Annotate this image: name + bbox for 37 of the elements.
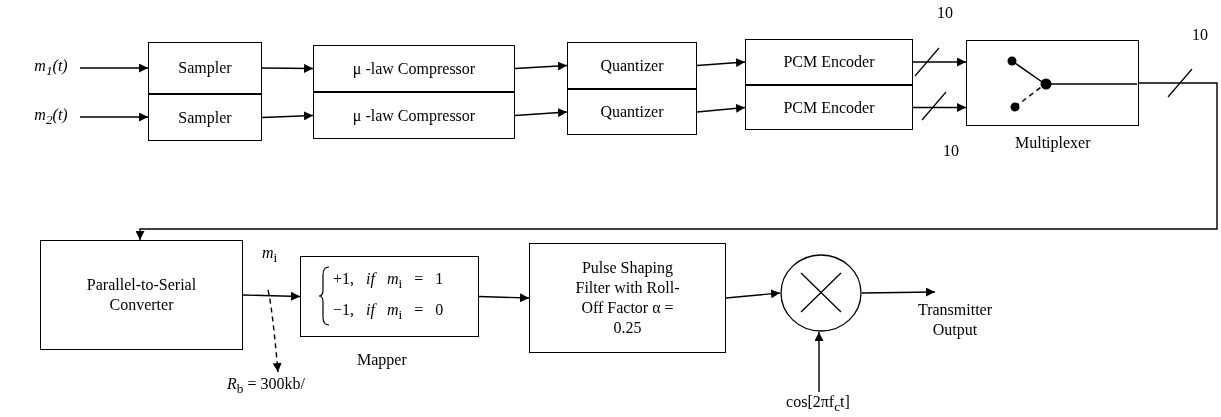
signal-label: m$_{2}$(t): [22, 105, 80, 129]
mapping-formula: −1, if m$_{i}$ = 0: [333, 300, 444, 324]
filter-box: Pulse Shaping Filter with Roll-Off Factor α = 0.25: [529, 243, 726, 353]
dashed-arrow: [267, 289, 282, 373]
arrow: [696, 103, 746, 113]
quantizer-box: Quantizer: [567, 89, 697, 135]
mapping-formula: +1, if m$_{i}$ = 1: [333, 269, 444, 293]
arrow: [514, 61, 568, 71]
output-label: Transmitter Output: [905, 300, 1005, 348]
converter-box: Parallel-to-Serial Converter: [40, 240, 243, 350]
block-caption: Mapper: [357, 350, 407, 370]
block-caption: Multiplexer: [1015, 133, 1091, 153]
arrow: [478, 293, 530, 303]
arrow: [912, 57, 967, 67]
arrow: [696, 58, 746, 68]
arrow: [261, 63, 314, 73]
arrow: [514, 108, 568, 118]
arrow: [79, 112, 149, 122]
sampler-box: Sampler: [148, 42, 262, 94]
arrow: [814, 331, 824, 393]
carrier-label: cos[2πf$_{c}$t]: [770, 392, 866, 416]
arrow: [242, 291, 301, 301]
arrow: [135, 82, 1218, 241]
arrow: [261, 111, 314, 121]
encoder-box: PCM Encoder: [745, 85, 913, 130]
sampler-box: Sampler: [148, 94, 262, 141]
compressor-box: μ -law Compressor: [313, 92, 515, 139]
arrow: [725, 289, 781, 299]
bit-rate-label: R$_{b}$ = 300kb/: [210, 374, 322, 400]
quantizer-box: Quantizer: [567, 42, 697, 89]
arrow: [79, 63, 149, 73]
signal-label: m$_{1}$(t): [22, 56, 80, 80]
arrow: [861, 287, 936, 297]
arrow: [912, 103, 967, 112]
encoder-box: PCM Encoder: [745, 39, 913, 85]
compressor-box: μ -law Compressor: [313, 45, 515, 92]
multiplier-circle: [780, 254, 862, 332]
